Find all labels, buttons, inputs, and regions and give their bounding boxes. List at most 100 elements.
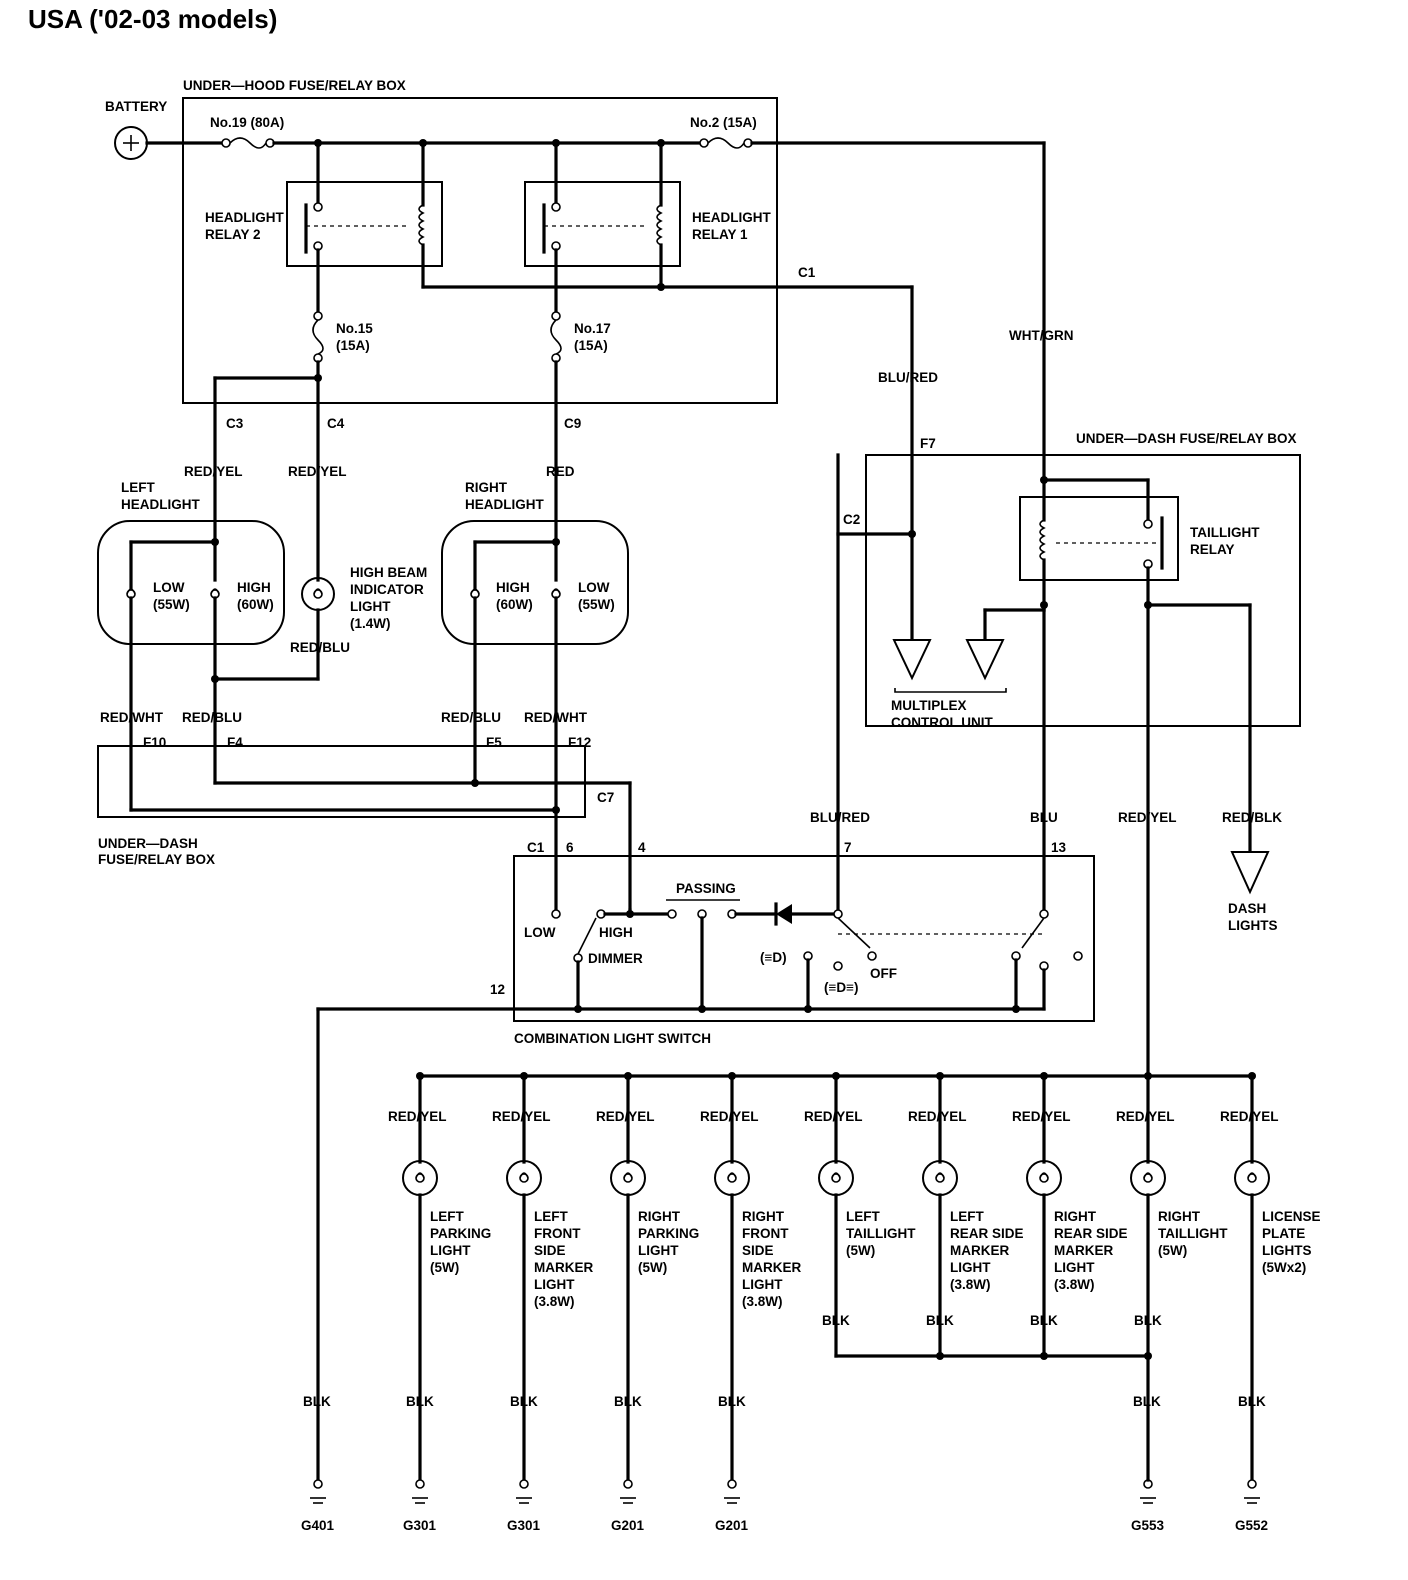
lamp-label-line: (5W)	[430, 1260, 459, 1275]
passing-label: PASSING	[676, 881, 736, 896]
underhood-fuse-relay-box	[182, 97, 778, 404]
lamp-label-line: MARKER	[742, 1260, 801, 1275]
dash-lights-label-2: LIGHTS	[1228, 918, 1278, 933]
right-low-beam-bulb-icon	[551, 588, 561, 599]
page-title: USA ('02-03 models)	[28, 4, 277, 34]
lamp-label-line: RIGHT	[638, 1209, 681, 1224]
left-headlight-title-2: HEADLIGHT	[121, 497, 200, 512]
lamp-label-line: (5W)	[846, 1243, 875, 1258]
dimmer-high-label: HIGH	[599, 925, 633, 940]
lamp-ground-wire-label: BLK	[1030, 1313, 1058, 1328]
left-low-label-2: (55W)	[153, 597, 190, 612]
ground-g401-icon	[310, 1479, 326, 1504]
relay-2-label-2: RELAY 2	[205, 227, 261, 242]
underdash-box-title: UNDER—DASH FUSE/RELAY BOX	[1076, 431, 1297, 446]
taillight-relay-coil-icon	[1039, 519, 1046, 561]
lamp-ground-wire-label: BLK	[718, 1394, 746, 1409]
lamp-label-line: LIGHT	[430, 1243, 471, 1258]
ground-label: G201	[611, 1518, 645, 1533]
headlight-position-label: (≡D)	[760, 950, 787, 965]
relay-1-label-1: HEADLIGHT	[692, 210, 771, 225]
indicator-red-blu-label: RED/BLU	[290, 640, 350, 655]
headlight-switch-lever-icon	[837, 917, 871, 949]
lamp-wire-label: RED/YEL	[1012, 1109, 1071, 1124]
fuse-2-icon	[699, 137, 753, 149]
lamp-label-line: LEFT	[846, 1209, 880, 1224]
combination-switch-title: COMBINATION LIGHT SWITCH	[514, 1031, 711, 1046]
c3-label: C3	[226, 416, 244, 431]
connector-c1-label: C1	[798, 265, 816, 280]
fuse-19-icon	[221, 137, 275, 149]
lamp-label-line: MARKER	[950, 1243, 1009, 1258]
lamp-label-line: LEFT	[534, 1209, 568, 1224]
fuse-17-icon	[550, 311, 562, 363]
pin-7-label: 7	[844, 840, 852, 855]
lamp-label-line: (3.8W)	[950, 1277, 991, 1292]
diode-icon	[776, 904, 792, 924]
fuse-15-icon	[312, 311, 324, 363]
ground-label: G201	[715, 1518, 749, 1533]
switch-blu-red-label: BLU/RED	[810, 810, 870, 825]
g401-label: G401	[301, 1518, 335, 1533]
ground-label: G553	[1131, 1518, 1165, 1533]
hb-indicator-label-4: (1.4W)	[350, 616, 391, 631]
taillight-relay-label-1: TAILLIGHT	[1190, 525, 1260, 540]
left-headlight-housing	[97, 520, 285, 645]
lamp-wire-label: RED/YEL	[804, 1109, 863, 1124]
right-high-label-2: (60W)	[496, 597, 533, 612]
left-red-yel-label: RED/YEL	[184, 464, 243, 479]
multiplex-label-2: CONTROL UNIT	[891, 715, 993, 730]
lamp-label-line: PARKING	[430, 1226, 491, 1241]
fuse-15-label-2: (15A)	[336, 338, 370, 353]
lamp-label-line: PARKING	[638, 1226, 699, 1241]
dimmer-switch-lever-icon	[577, 917, 597, 955]
left-red-blu-label: RED/BLU	[182, 710, 242, 725]
dimmer-low-label: LOW	[524, 925, 556, 940]
multiplex-input-1-icon	[892, 639, 932, 681]
lamp-label-line: LIGHT	[638, 1243, 679, 1258]
lamp-label-line: LIGHT	[534, 1277, 575, 1292]
dash-red-blk-label: RED/BLK	[1222, 810, 1282, 825]
f4-label: F4	[227, 735, 243, 750]
ground-label: G301	[507, 1518, 541, 1533]
lamp-label-line: MARKER	[1054, 1243, 1113, 1258]
lamp-label-line: FRONT	[534, 1226, 581, 1241]
right-red-blu-label: RED/BLU	[441, 710, 501, 725]
lamp-ground-wire-label: BLK	[510, 1394, 538, 1409]
park-switch-lever-icon	[1021, 917, 1045, 949]
right-headlight-title-1: RIGHT	[465, 480, 508, 495]
fuse-15-label-1: No.15	[336, 321, 373, 336]
lamp-wire-label: RED/YEL	[1116, 1109, 1175, 1124]
right-headlight-housing	[441, 520, 629, 645]
underdash-box2-title-2: FUSE/RELAY BOX	[98, 852, 215, 867]
switch-c1-label: C1	[527, 840, 545, 855]
right-red-wht-label: RED/WHT	[524, 710, 588, 725]
pin-13-label: 13	[1051, 840, 1067, 855]
lamp-wire-label: RED/YEL	[1220, 1109, 1279, 1124]
pin-12-label: 12	[490, 982, 505, 997]
c7-label: C7	[597, 790, 614, 805]
lamp-label-line: (5W)	[1158, 1243, 1187, 1258]
lamp-label-line: LIGHT	[1054, 1260, 1095, 1275]
fuse-2-label: No.2 (15A)	[690, 115, 757, 130]
dimmer-label: DIMMER	[588, 951, 643, 966]
lamp-wire-label: RED/YEL	[908, 1109, 967, 1124]
indicator-red-yel-label: RED/YEL	[288, 464, 347, 479]
hb-indicator-label-3: LIGHT	[350, 599, 391, 614]
combination-light-switch-box	[513, 855, 1095, 1022]
lamp-label-line: LIGHTS	[1262, 1243, 1312, 1258]
lamp-ground-wire-label: BLK	[822, 1313, 850, 1328]
right-low-label-1: LOW	[578, 580, 610, 595]
underhood-box-title: UNDER—HOOD FUSE/RELAY BOX	[183, 78, 406, 93]
lamp-wire-label: RED/YEL	[492, 1109, 551, 1124]
hb-indicator-label-1: HIGH BEAM	[350, 565, 427, 580]
lamp-wire-label: RED/YEL	[596, 1109, 655, 1124]
left-headlight-title-1: LEFT	[121, 480, 155, 495]
lamp-label-line: LIGHT	[950, 1260, 991, 1275]
lamp-ground-wire-label: BLK	[406, 1394, 434, 1409]
lamp-wire-label: RED/YEL	[700, 1109, 759, 1124]
underdash-fuse-relay-box-right	[865, 454, 1301, 727]
pin-4-label: 4	[638, 840, 646, 855]
lamp-label-line: REAR SIDE	[1054, 1226, 1128, 1241]
lamp-label-line: LEFT	[950, 1209, 984, 1224]
